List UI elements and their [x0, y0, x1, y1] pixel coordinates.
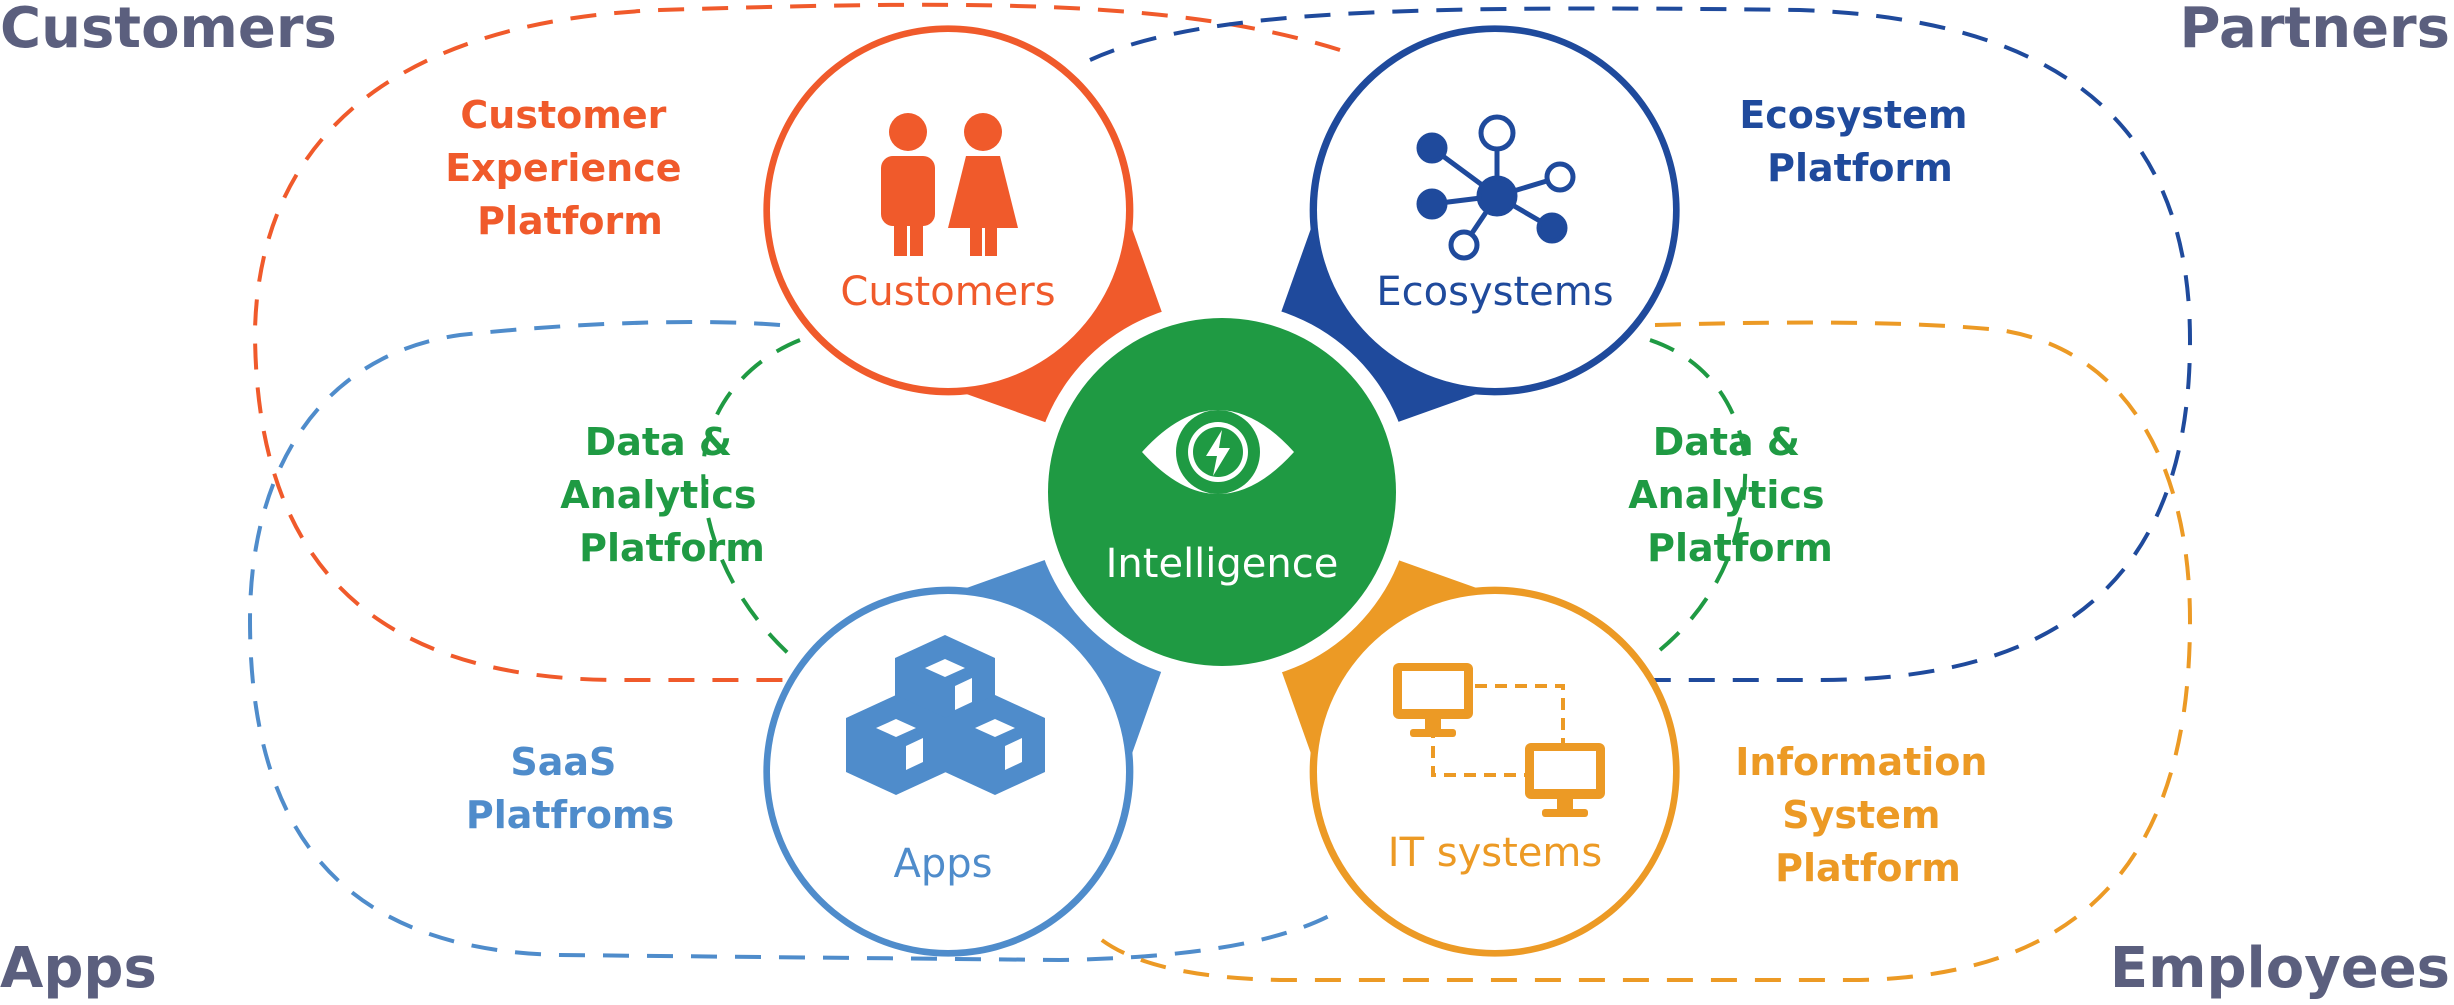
customers-boundary [252, 2, 1341, 682]
data-analytics-platform-right-label: Data & Analytics Platform [1628, 420, 1837, 570]
cubes-icon [846, 635, 1045, 795]
ecosystem-platform-label: Ecosystem Platform [1739, 93, 1980, 190]
connected-monitors-icon [1393, 663, 1605, 817]
eye-lightning-icon [1142, 410, 1294, 494]
data-analytics-left-boundary [701, 338, 801, 657]
information-system-platform-label: Information System Platform [1735, 740, 2000, 890]
customers-node-circle [770, 32, 1126, 388]
corner-label-apps: Apps [0, 936, 157, 1000]
it-systems-node-circle [1317, 594, 1673, 950]
it-systems-node-label: IT systems [1388, 830, 1602, 876]
customer-experience-platform-label: Customer Experience Platform [445, 93, 695, 243]
corner-label-partners: Partners [2179, 0, 2450, 61]
data-analytics-right-boundary [1649, 338, 1748, 652]
apps-node-label: Apps [894, 841, 993, 887]
data-analytics-platform-left-label: Data & Analytics Platform [560, 420, 769, 570]
ecosystems-node-label: Ecosystems [1376, 269, 1613, 315]
corner-label-employees: Employees [2110, 936, 2450, 1000]
customers-node-label: Customers [840, 269, 1055, 315]
employees-boundary [1088, 320, 2193, 982]
people-icon [881, 113, 1018, 256]
network-icon [1416, 114, 1576, 261]
corner-label-customers: Customers [0, 0, 337, 61]
partners-boundary [1089, 6, 2193, 682]
apps-boundary [247, 320, 1342, 963]
saas-platforms-label: SaaS Platfroms [466, 740, 674, 837]
intelligence-node-label: Intelligence [1106, 541, 1339, 587]
